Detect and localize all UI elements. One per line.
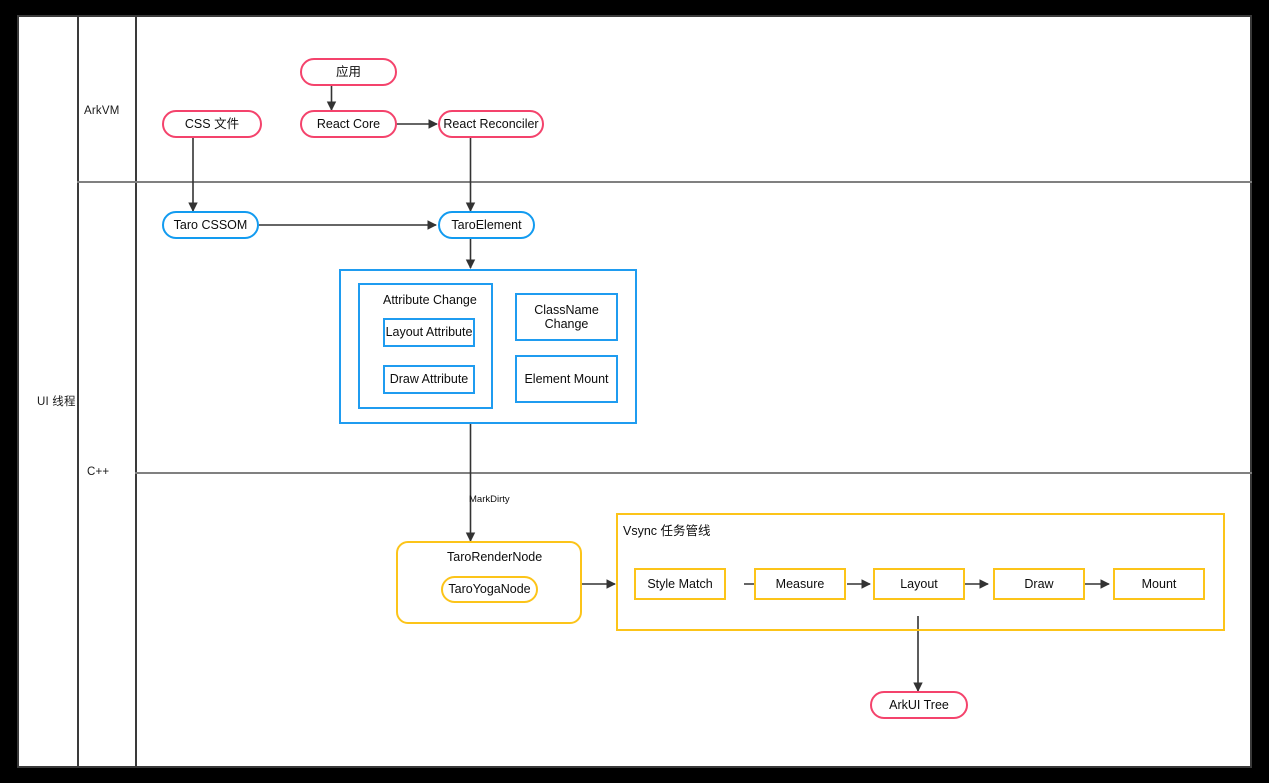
group-attribute-change xyxy=(358,283,493,409)
node-taro-cssom[interactable]: Taro CSSOM xyxy=(162,211,259,239)
frame-border-right xyxy=(1250,15,1252,768)
node-app-label: 应用 xyxy=(335,64,361,79)
group-element-changes xyxy=(339,269,637,424)
node-taro-element[interactable]: TaroElement xyxy=(438,211,535,239)
node-arkui-tree[interactable]: ArkUI Tree xyxy=(870,691,968,719)
node-style-match-label: Style Match xyxy=(647,576,713,591)
lane-divider-arkvm-ui xyxy=(77,181,1252,183)
node-taro-element-label: TaroElement xyxy=(451,217,522,232)
frame-border-bottom xyxy=(17,766,1252,768)
node-measure[interactable]: Measure xyxy=(754,568,846,600)
node-measure-label: Measure xyxy=(775,576,825,591)
node-draw-attribute[interactable]: Draw Attribute xyxy=(383,365,475,394)
node-css-file-label: CSS 文件 xyxy=(184,116,240,131)
node-arkui-tree-label: ArkUI Tree xyxy=(889,697,949,712)
node-taro-yoga-node[interactable]: TaroYogaNode xyxy=(441,576,538,603)
node-mount-label: Mount xyxy=(1141,576,1177,591)
group-vsync-pipeline xyxy=(616,513,1225,631)
node-draw[interactable]: Draw xyxy=(993,568,1085,600)
node-react-reconciler[interactable]: React Reconciler xyxy=(438,110,544,138)
diagram-sheet: UI 线程 ArkVM C++ xyxy=(17,15,1252,768)
node-draw-attribute-label: Draw Attribute xyxy=(389,372,469,387)
frame-border-left xyxy=(17,15,19,768)
frame-border-top xyxy=(17,15,1252,17)
node-app[interactable]: 应用 xyxy=(300,58,397,86)
node-element-mount[interactable]: Element Mount xyxy=(515,355,618,403)
node-react-core[interactable]: React Core xyxy=(300,110,397,138)
lane-label-ui-thread: UI 线程 xyxy=(37,396,76,408)
group-taro-render-node xyxy=(396,541,582,624)
lane-divider-inner xyxy=(135,15,137,768)
node-react-core-label: React Core xyxy=(316,116,381,131)
lane-label-cpp: C++ xyxy=(87,466,110,478)
node-layout-attribute[interactable]: Layout Attribute xyxy=(383,318,475,347)
node-react-reconciler-label: React Reconciler xyxy=(443,116,539,131)
node-classname-change-label: ClassName Change xyxy=(534,302,599,331)
edge-label-markdirty: MarkDirty xyxy=(469,494,510,505)
node-classname-change[interactable]: ClassName Change xyxy=(515,293,618,341)
node-taro-cssom-label: Taro CSSOM xyxy=(173,217,248,232)
node-taro-yoga-node-label: TaroYogaNode xyxy=(448,582,531,597)
group-taro-render-node-title: TaroRenderNode xyxy=(447,550,543,564)
lane-label-arkvm: ArkVM xyxy=(84,105,120,117)
node-css-file[interactable]: CSS 文件 xyxy=(162,110,262,138)
node-element-mount-label: Element Mount xyxy=(524,371,609,386)
group-attribute-change-title: Attribute Change xyxy=(383,293,477,307)
lane-divider-ui-cpp xyxy=(135,472,1252,474)
node-layout[interactable]: Layout xyxy=(873,568,965,600)
node-layout-attribute-label: Layout Attribute xyxy=(385,325,473,340)
node-style-match[interactable]: Style Match xyxy=(634,568,726,600)
node-draw-label: Draw xyxy=(1024,576,1054,591)
lane-divider-outer xyxy=(77,15,79,768)
node-layout-label: Layout xyxy=(900,576,938,591)
group-vsync-pipeline-title: Vsync 任务管线 xyxy=(623,524,711,538)
node-mount[interactable]: Mount xyxy=(1113,568,1205,600)
